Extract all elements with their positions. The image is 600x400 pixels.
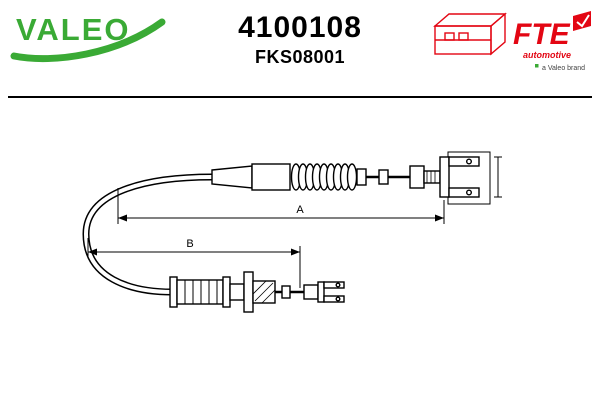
adjuster (409, 165, 441, 189)
part-number: 4100108 (238, 11, 362, 44)
sheath-taper (211, 165, 253, 189)
lower-pin-hole-top (335, 282, 341, 288)
clutch-cable-technical-drawing: A B (82, 151, 502, 313)
upper-cable-assembly (211, 151, 502, 205)
fte-tagline: a Valeo brand (542, 65, 585, 72)
valeo-wordmark: VALEO (16, 12, 131, 47)
reference-number: FKS08001 (254, 46, 346, 67)
fte-flag-icon (573, 11, 591, 31)
dimension-b: B (87, 238, 301, 288)
lower-cable-assembly (169, 271, 345, 313)
sleeve-flange-left (169, 276, 178, 308)
conduit-end-cap (251, 163, 291, 191)
fte-logo: FTE automotive a Valeo brand (427, 6, 592, 78)
pin-hole-bottom (466, 189, 473, 196)
sleeve-flange-right (222, 276, 231, 308)
fte-logo-svg: FTE automotive a Valeo brand (433, 11, 591, 72)
part-identifiers: 4100108 FKS08001 (170, 12, 430, 68)
dimension-a-label: A (296, 204, 304, 216)
fte-wordmark: FTE (513, 18, 571, 51)
fte-subtitle: automotive (523, 50, 571, 60)
lower-nut (281, 285, 291, 299)
ribbed-sleeve (176, 279, 224, 305)
firewall-plate (243, 271, 254, 313)
end-cylinder (303, 284, 319, 300)
cable-outer-sheath (82, 173, 213, 296)
valeo-swoosh (10, 18, 166, 63)
clevis-fork-lower (317, 281, 345, 303)
fte-carton-icon (433, 12, 507, 56)
adjuster-nut (378, 169, 389, 185)
header-divider (8, 96, 592, 98)
dimension-a: A (117, 188, 445, 224)
abutment-block (252, 280, 276, 304)
sleeve-step (229, 283, 245, 301)
valeo-logo: VALEO (10, 8, 170, 70)
ferrule (356, 168, 367, 186)
fork-height-dimension (494, 156, 502, 198)
lower-pin-hole-bottom (335, 296, 341, 302)
dimension-b-label: B (186, 238, 193, 250)
clevis-fork-upper (439, 156, 480, 198)
pin-hole-top (466, 158, 473, 165)
valeo-brand-dot (535, 64, 539, 68)
drawing-area: A B (0, 100, 600, 400)
valeo-logo-svg: VALEO (10, 12, 166, 63)
bellows-boot (290, 163, 358, 191)
